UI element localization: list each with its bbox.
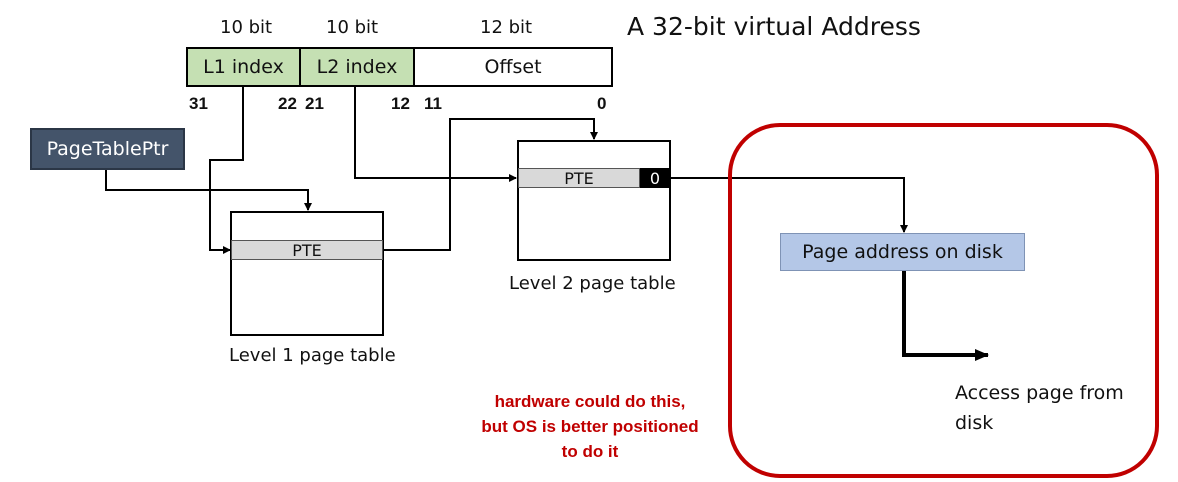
l1-pte-to-l2-arrow <box>384 118 598 251</box>
l1-index-arrow <box>209 86 244 254</box>
level2-pte: PTE <box>518 168 640 188</box>
level2-page-table <box>517 140 671 261</box>
l2-index-arrow <box>354 86 517 182</box>
address-title: A 32-bit virtual Address <box>627 12 921 41</box>
l2-bit-width: 10 bit <box>326 17 379 38</box>
os-note-line-3: to do it <box>561 442 619 461</box>
level2-valid-bit: 0 <box>640 168 670 188</box>
level1-page-table <box>230 211 384 336</box>
offset-field: Offset <box>413 47 613 87</box>
page-table-ptr-arrow <box>105 170 312 211</box>
page-address-on-disk-box: Page address on disk <box>780 233 1025 271</box>
os-handling-region <box>728 123 1159 478</box>
level2-caption: Level 2 page table <box>509 273 676 294</box>
os-note: hardware could do this, but OS is better… <box>440 389 740 464</box>
disk-to-access-arrow <box>902 270 989 361</box>
page-table-ptr-box: PageTablePtr <box>30 128 185 170</box>
level1-pte: PTE <box>231 240 383 260</box>
access-page-label: Access page from disk <box>955 382 1124 434</box>
bit-number-31: 31 <box>189 94 208 113</box>
bit-number-0: 0 <box>597 94 607 113</box>
os-note-line-2: but OS is better positioned <box>481 417 699 436</box>
bit-number-22: 22 <box>278 94 297 113</box>
os-note-line-1: hardware could do this, <box>494 392 686 411</box>
bit-number-12: 12 <box>391 94 410 113</box>
offset-bit-width: 12 bit <box>480 17 533 38</box>
l1-bit-width: 10 bit <box>220 17 273 38</box>
bit-number-21: 21 <box>305 94 324 113</box>
l2-pte-to-disk-arrow <box>670 177 908 233</box>
level1-caption: Level 1 page table <box>229 345 396 366</box>
l2-index-field: L2 index <box>299 47 415 87</box>
bit-number-11: 11 <box>424 94 442 113</box>
l1-index-field: L1 index <box>186 47 301 87</box>
